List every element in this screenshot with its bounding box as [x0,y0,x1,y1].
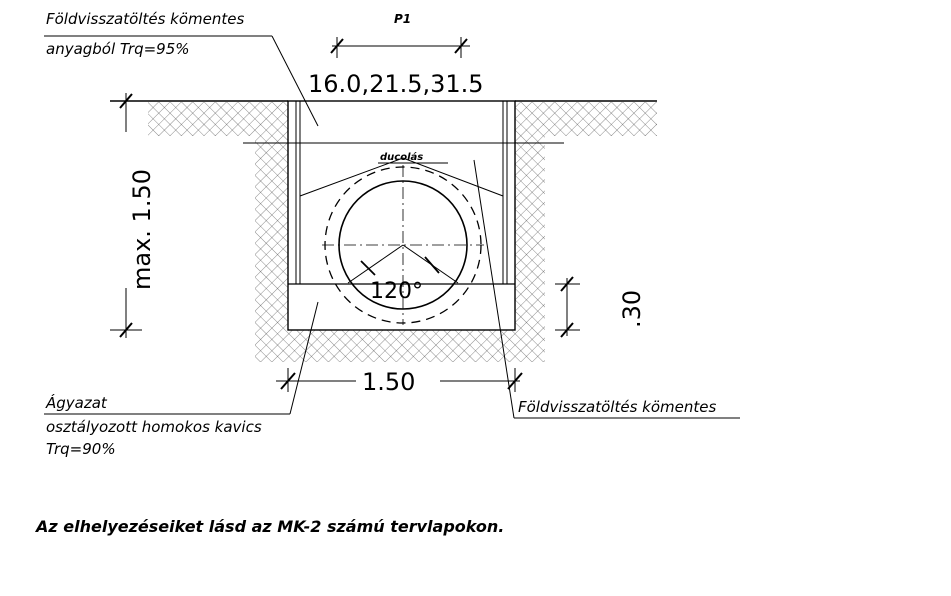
label-p1: P1 [394,12,411,26]
label-bed-height: .30 [618,290,646,328]
label-width: 1.50 [362,368,415,396]
label-bedding-line1: Ágyazat [45,393,108,412]
label-bedding-line2: osztályozott homokos kavics [46,418,262,436]
label-max-depth: max. 1.50 [128,169,156,290]
label-pipe-sizes: 16.0,21.5,31.5 [308,70,484,98]
pipe [322,165,484,325]
trench-outline [110,100,657,331]
label-ducolas: ducolás [380,151,423,163]
leader-lines [44,35,740,419]
label-backfill-top-line2: anyagból Trq=95% [46,40,190,58]
soil-hatching [148,102,657,362]
note-reference: Az elhelyezéseiket lásd az MK-2 számú te… [34,517,504,536]
dimension-lines [110,37,580,392]
label-angle: 120° [370,279,423,304]
label-backfill-bottom: Földvisszatöltés kömentes [518,398,716,416]
label-backfill-top-line1: Földvisszatöltés kömentes [46,10,244,28]
label-bedding-line3: Trq=90% [46,440,116,458]
